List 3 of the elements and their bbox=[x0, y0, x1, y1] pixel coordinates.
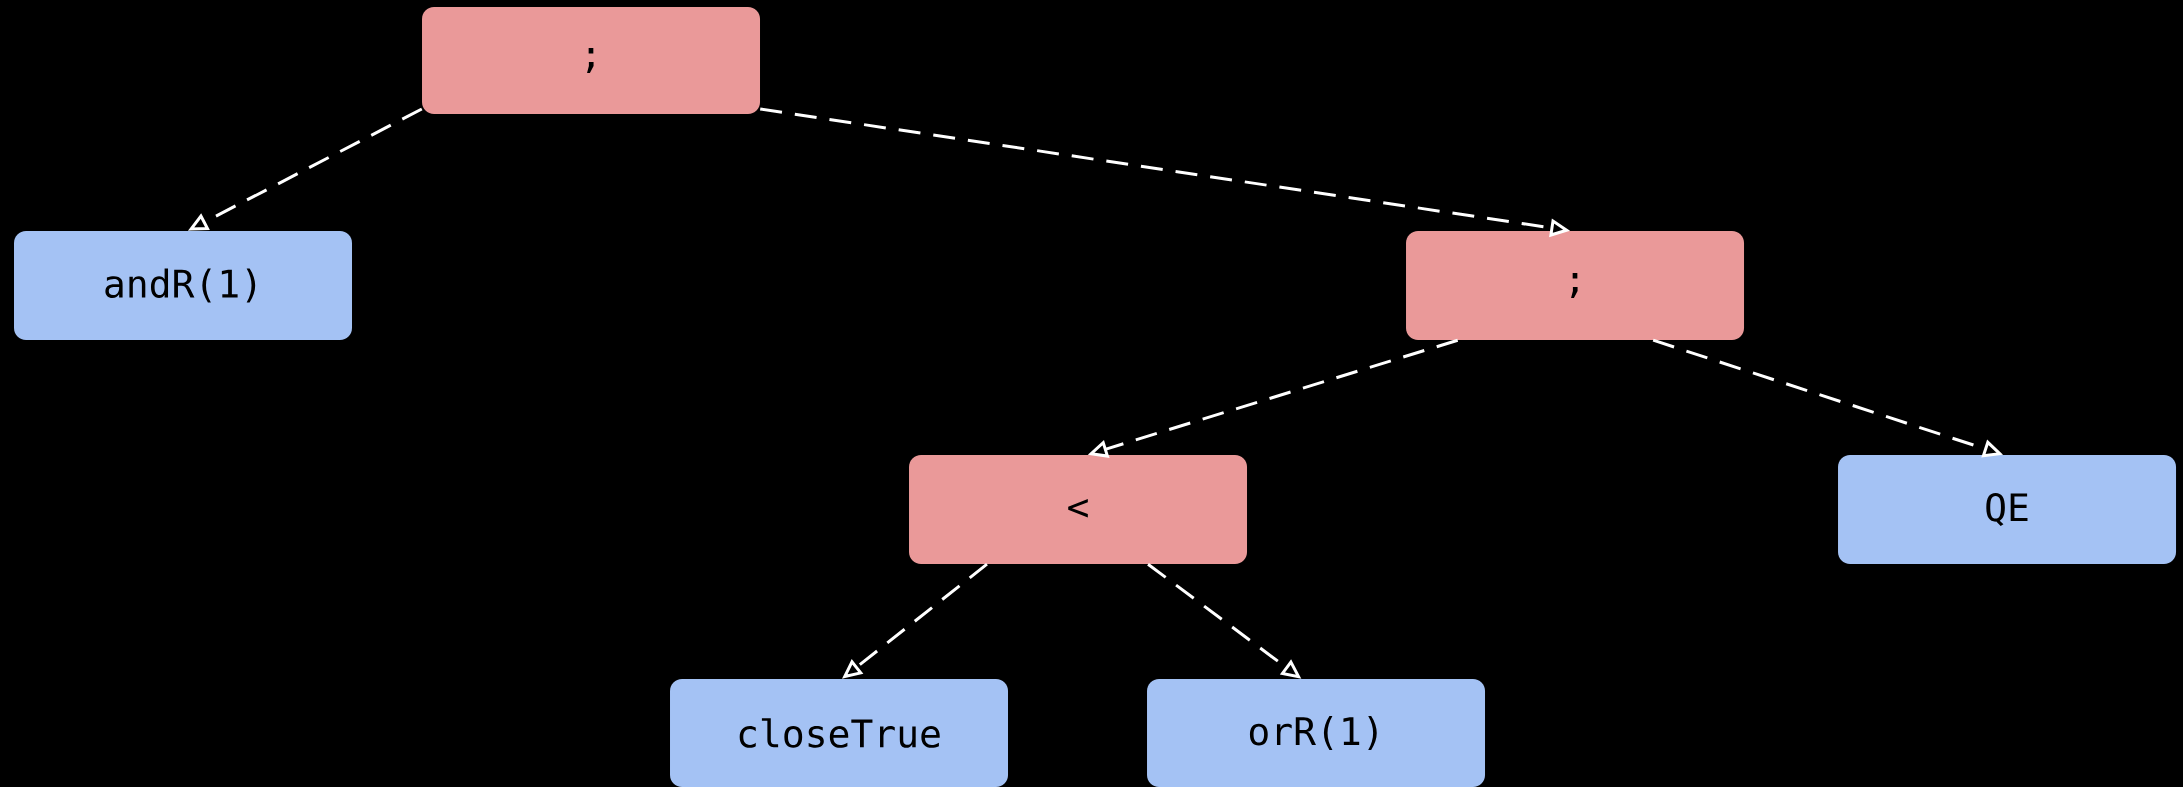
operator-box: < bbox=[909, 455, 1247, 564]
operator-box: ; bbox=[422, 7, 760, 114]
operator-box: ; bbox=[1406, 231, 1745, 340]
